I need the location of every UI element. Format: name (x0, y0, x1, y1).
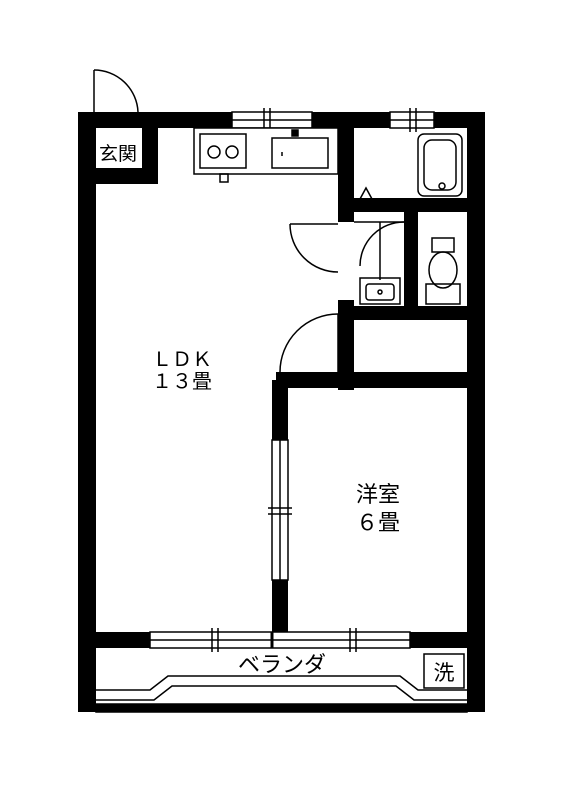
door-storage (279, 313, 339, 373)
western-name-label: 洋室 (356, 483, 400, 508)
walls (78, 112, 485, 712)
entrance-label: 玄関 (99, 143, 137, 165)
washroom (354, 221, 405, 305)
entrance-door (93, 69, 139, 113)
sliding-door (268, 439, 292, 581)
balcony-label: ベランダ (238, 653, 326, 678)
top-window-bath (389, 108, 435, 132)
door-washroom (289, 223, 339, 273)
washer-area (423, 653, 465, 689)
ldk-size-label: １３畳 (152, 369, 212, 393)
kitchen-counter (193, 127, 339, 183)
toilet (425, 237, 461, 305)
bath-door (353, 186, 379, 211)
bottom-windows (149, 628, 411, 652)
ldk-name-label: ＬＤＫ (152, 347, 212, 371)
bathtub (417, 133, 463, 197)
western-size-label: ６畳 (356, 511, 400, 536)
balcony-outline (95, 675, 468, 713)
washer-label: 洗 (434, 661, 455, 685)
